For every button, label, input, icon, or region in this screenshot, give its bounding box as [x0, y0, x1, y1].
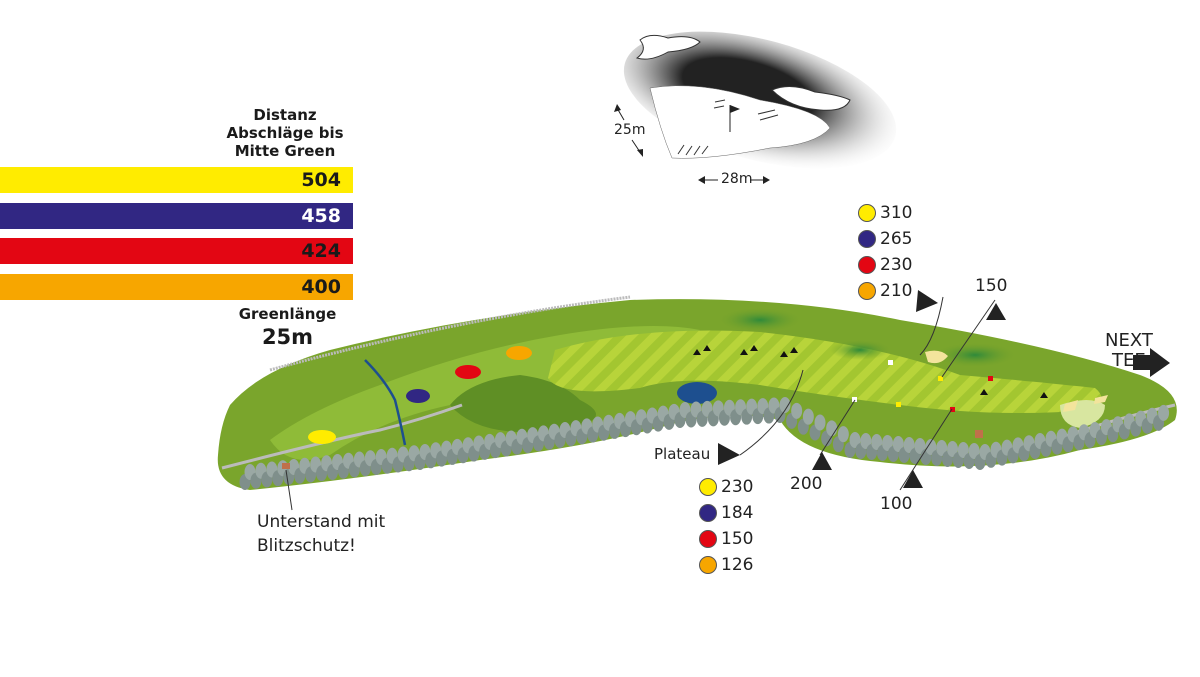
tree [849, 432, 861, 448]
tree [947, 441, 958, 457]
tree [791, 402, 803, 419]
tree [826, 420, 838, 437]
distance-blue: 265 [858, 226, 912, 252]
leader-lines [285, 296, 996, 511]
shelter-line: Blitzschutz! [257, 536, 356, 556]
shelter-line: Unterstand mit [257, 512, 386, 532]
tee-bar-yellow: 504 [0, 167, 353, 193]
distance-red: 150 [699, 526, 753, 552]
marker-200: 200 [790, 474, 823, 494]
tree [860, 433, 872, 449]
arrow-markers [718, 290, 1170, 488]
tree-line [239, 397, 1170, 490]
title-line: Distanz [253, 106, 317, 124]
shelter-hut [282, 463, 290, 469]
tree [802, 408, 814, 425]
next-tee-line: NEXT [1105, 330, 1153, 351]
distance-value: 424 [301, 240, 341, 262]
plateau-label: Plateau [654, 445, 711, 463]
distance-blue: 184 [699, 500, 753, 526]
fence [269, 295, 631, 372]
tee-bar-blue: 458 [0, 203, 353, 229]
tree [914, 438, 926, 454]
tee-bar-red: 424 [0, 238, 353, 264]
next-tee-arrow [1133, 348, 1170, 377]
tree [925, 439, 937, 455]
distance-yellow: 310 [858, 200, 912, 226]
tee-bar-orange: 400 [0, 274, 353, 300]
tee-red [455, 365, 481, 379]
tree [814, 414, 826, 431]
distance-yellow: 230 [699, 474, 753, 500]
upper-distance-list: 310 265 230 210 [858, 200, 912, 304]
distance-value: 504 [301, 169, 341, 191]
tree [779, 397, 791, 413]
tree [957, 442, 969, 458]
bunker [925, 350, 948, 364]
course-outline [217, 295, 1177, 490]
shelter-hut [975, 430, 983, 438]
tee-yellow [308, 430, 336, 444]
tree [968, 443, 980, 459]
next-tee-line: TEE [1112, 350, 1146, 371]
marker-150: 150 [975, 276, 1008, 296]
water-hazard [677, 382, 717, 404]
tree [871, 434, 883, 450]
tree [936, 440, 948, 456]
green-length-label: Greenlänge [238, 305, 337, 323]
tee-blue [406, 389, 430, 403]
tree [1158, 404, 1170, 421]
green-depth-value: 25m [614, 122, 646, 138]
distance-orange: 126 [699, 552, 753, 578]
distance-legend-title: Distanz Abschläge bis Mitte Green [205, 106, 365, 160]
marker-100: 100 [880, 494, 913, 514]
tree [837, 426, 849, 443]
tree [882, 435, 893, 451]
title-line: Abschläge bis [226, 124, 344, 142]
cart-path [221, 403, 463, 470]
tree [903, 437, 915, 453]
distance-orange: 210 [858, 278, 912, 304]
distance-value: 458 [301, 205, 341, 227]
green-length-value: 25m [261, 325, 314, 349]
distance-red: 230 [858, 252, 912, 278]
green-detail-diagram [614, 31, 897, 184]
title-line: Mitte Green [234, 142, 336, 160]
bunker [1063, 395, 1108, 412]
tee-orange [506, 346, 532, 360]
distance-value: 400 [301, 276, 341, 298]
width-arrows [698, 176, 770, 184]
green-width-value: 28m [721, 171, 753, 187]
tree [892, 436, 904, 452]
plateau-distance-list: 230 184 150 126 [699, 474, 753, 578]
creek [364, 359, 407, 446]
